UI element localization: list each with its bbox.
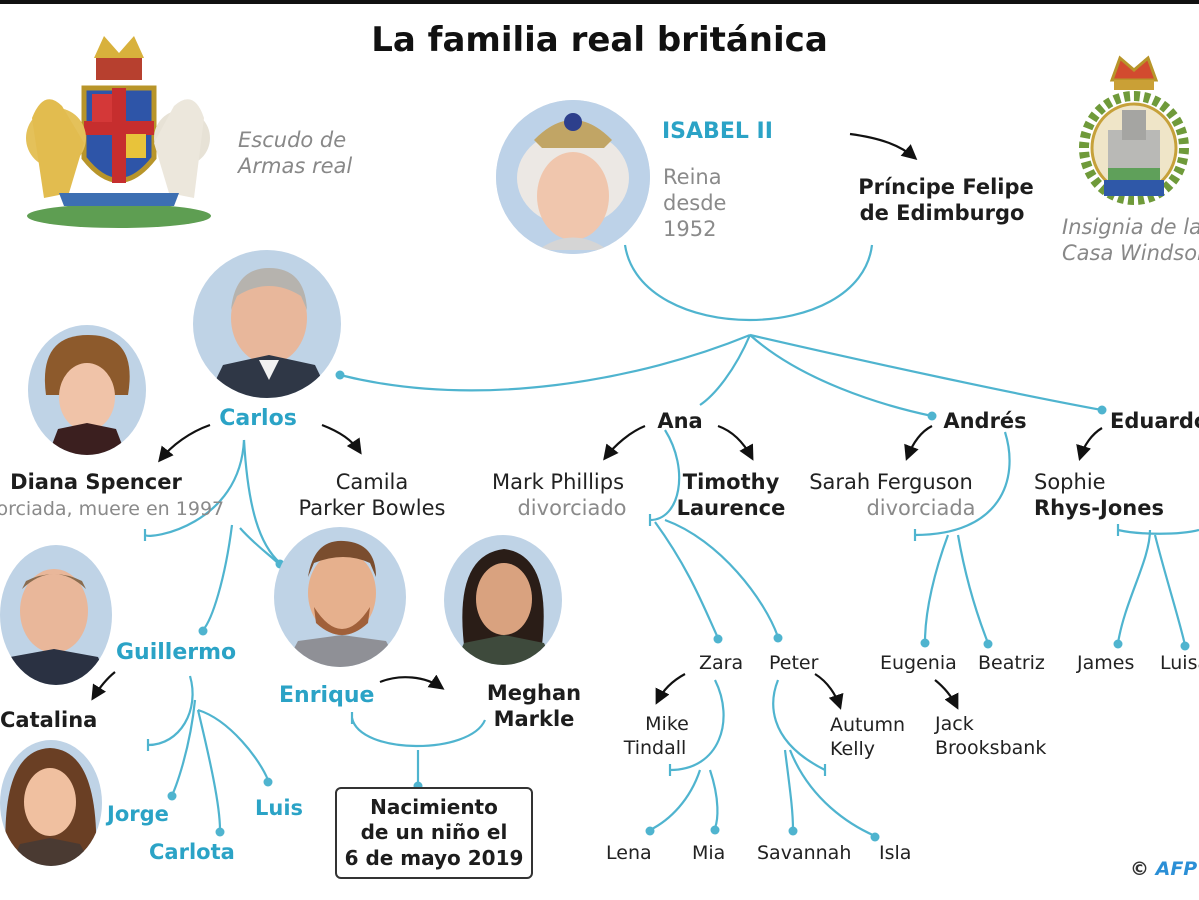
felipe-name-line-1: Príncipe Felipe [858, 175, 1034, 199]
jorge-name: Jorge [107, 802, 169, 826]
enrique-name: Enrique [279, 683, 375, 708]
timothy-laurence-line-2: Laurence [676, 496, 786, 520]
peter-name: Peter [769, 652, 819, 674]
andres-name: Andrés [943, 409, 1027, 433]
coat-of-arms-caption-line-2: Armas real [238, 154, 353, 178]
birth-note-box: Nacimiento de un niño el 6 de mayo 2019 [335, 787, 533, 879]
diana-spencer-name: Diana Spencer [10, 470, 182, 494]
timothy-laurence-line-1: Timothy [682, 470, 780, 494]
mark-phillips-name: Mark Phillips [491, 470, 625, 494]
catalina-name: Catalina [0, 708, 98, 732]
lena-name: Lena [606, 842, 652, 864]
sarah-ferguson-note: divorciada [866, 496, 976, 520]
meghan-name-line-1: Meghan [486, 681, 582, 705]
sophie-line-2: Rhys-Jones [1034, 496, 1164, 520]
birth-note-line-2: de un niño el [360, 820, 508, 845]
guillermo-name: Guillermo [116, 640, 237, 665]
meghan-name-line-2: Markle [493, 707, 575, 731]
jack-brooksbank-line-2: Brooksbank [935, 737, 1047, 759]
jack-brooksbank-line-1: Jack [935, 713, 974, 735]
copyright-symbol: © [1130, 858, 1149, 880]
meghan-markle-portrait [444, 535, 562, 665]
beatriz-name: Beatriz [978, 652, 1045, 674]
isla-name: Isla [879, 842, 912, 864]
isabel-ii-desc-line-1: Reina [663, 165, 722, 189]
mike-tindall-line-1: Mike [645, 713, 689, 735]
house-of-windsor-badge-icon [1072, 50, 1196, 212]
birth-note-line-1: Nacimiento [370, 794, 498, 819]
windsor-badge-caption-line-1: Insignia de la [1062, 215, 1199, 239]
mia-name: Mia [692, 842, 726, 864]
carlos-name: Carlos [219, 406, 297, 431]
birth-note-line-3: 6 de mayo 2019 [344, 845, 524, 870]
page-title: La familia real británica [371, 20, 828, 60]
james-name: James [1077, 652, 1135, 674]
isabel-ii-desc-line-3: 1952 [663, 217, 717, 241]
ana-name: Ana [657, 409, 703, 433]
camila-name-line-2: Parker Bowles [298, 496, 446, 520]
sarah-ferguson-name: Sarah Ferguson [809, 470, 973, 494]
felipe-name-line-2: de Edimburgo [859, 201, 1025, 225]
carlos-portrait [193, 250, 341, 398]
autumn-kelly-line-1: Autumn [830, 714, 906, 736]
camila-name-line-1: Camila [335, 470, 409, 494]
afp-credit: © AFP [1130, 858, 1197, 880]
top-rule [0, 0, 1199, 4]
windsor-badge-caption-line-2: Casa Windsor [1062, 241, 1199, 265]
sophie-line-1: Sophie [1034, 470, 1106, 494]
coat-of-arms-caption-line-1: Escudo de [238, 128, 347, 152]
eugenia-name: Eugenia [880, 652, 957, 674]
diana-spencer-portrait [28, 325, 146, 455]
royal-coat-of-arms-icon [14, 28, 224, 237]
mike-tindall-line-2: Tindall [623, 737, 687, 759]
isabel-ii-name: ISABEL II [662, 119, 773, 144]
savannah-name: Savannah [757, 842, 852, 864]
autumn-kelly-line-2: Kelly [830, 738, 876, 760]
isabel-ii-portrait [496, 100, 650, 254]
zara-name: Zara [699, 652, 744, 674]
enrique-portrait [274, 527, 406, 667]
afp-logo: AFP [1155, 858, 1198, 880]
mark-phillips-note: divorciado [517, 496, 627, 520]
diana-spencer-note: divorciada, muere en 1997 [0, 498, 225, 520]
eduardo-name: Eduardo [1110, 409, 1199, 433]
isabel-ii-desc-line-2: desde [663, 191, 727, 215]
luisa-name: Luisa [1160, 652, 1199, 674]
guillermo-portrait [0, 545, 112, 685]
catalina-portrait [0, 740, 102, 866]
luis-name: Luis [255, 796, 304, 820]
carlota-name: Carlota [149, 840, 235, 864]
